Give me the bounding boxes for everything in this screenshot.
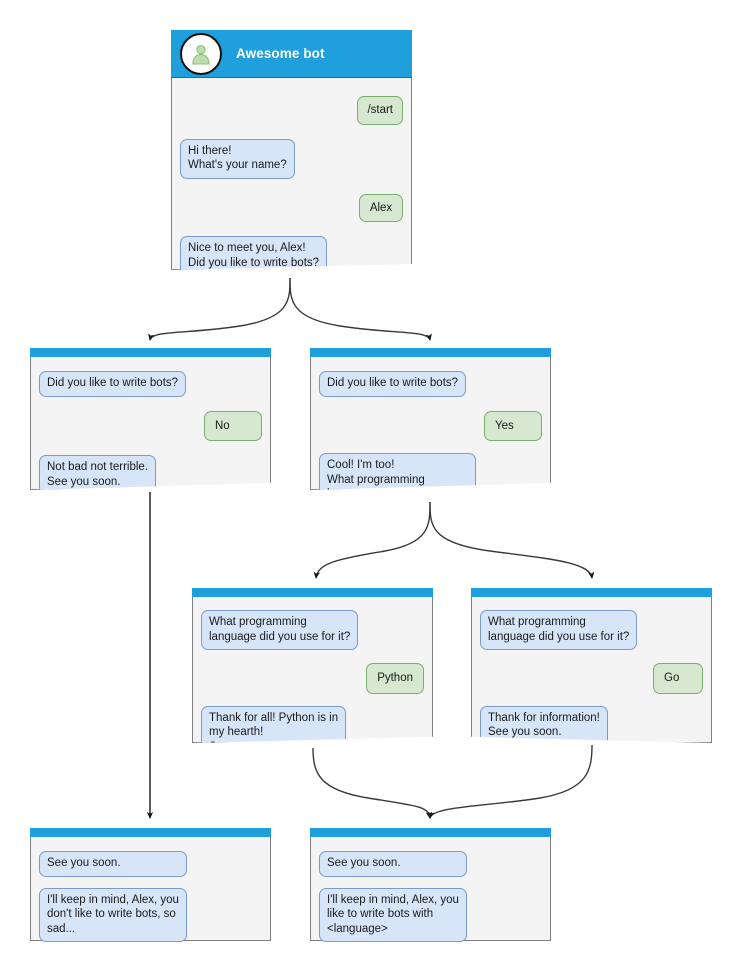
end-no-node[interactable]: See you soon. I'll keep in mind, Alex, y… (30, 828, 271, 942)
bot-message-bubble[interactable]: What programming language did you use fo… (480, 610, 638, 650)
message-row: Python (201, 663, 424, 694)
end-yes-node[interactable]: See you soon. I'll keep in mind, Alex, y… (310, 828, 551, 942)
user-message-bubble[interactable]: Go (653, 663, 703, 694)
bot-message-bubble[interactable]: Did you like to write bots? (39, 371, 187, 397)
message-list: What programming language did you use fo… (471, 597, 712, 743)
bot-message-bubble[interactable]: I'll keep in mind, Alex, you like to wri… (319, 887, 467, 942)
message-list: See you soon. I'll keep in mind, Alex, y… (30, 837, 271, 942)
bot-message-bubble[interactable]: Cool! I'm too! What programming language… (319, 453, 477, 490)
message-row: Go (480, 663, 703, 694)
message-row: No (39, 410, 262, 441)
message-list: Did you like to write bots? Yes Cool! I'… (310, 357, 551, 490)
edge-yes-to-go (429, 501, 595, 579)
bot-message-bubble[interactable]: Nice to meet you, Alex! Did you like to … (180, 236, 328, 270)
message-row: Did you like to write bots? (319, 371, 542, 397)
user-message-bubble[interactable]: /start (357, 96, 403, 125)
bot-message-bubble[interactable]: Not bad not terrible. See you soon. (39, 455, 157, 490)
node-header-bar (310, 348, 551, 357)
user-message-bubble[interactable]: No (204, 410, 262, 441)
edge-root-to-yes (289, 277, 432, 341)
no-branch-node[interactable]: Did you like to write bots? No Not bad n… (30, 348, 271, 490)
node-header-bar: Awesome bot (171, 30, 412, 78)
bot-message-bubble[interactable]: See you soon. (39, 851, 187, 877)
bot-message-bubble[interactable]: Thank for all! Python is in my hearth! S… (201, 705, 347, 743)
bot-message-bubble[interactable]: What programming language did you use fo… (201, 610, 359, 650)
message-row: Thank for all! Python is in my hearth! S… (201, 705, 424, 743)
bot-title: Awesome bot (236, 46, 325, 61)
message-row: Nice to meet you, Alex! Did you like to … (180, 236, 403, 270)
message-row: Cool! I'm too! What programming language… (319, 453, 542, 490)
edge-root-to-no (148, 277, 291, 341)
message-row: /start (180, 96, 403, 125)
bot-message-bubble[interactable]: See you soon. (319, 851, 467, 877)
node-header-bar (30, 828, 271, 837)
root-conversation-node[interactable]: Awesome bot /start Hi there! What's your… (171, 30, 412, 270)
message-row: What programming language did you use fo… (201, 610, 424, 650)
bot-message-bubble[interactable]: I'll keep in mind, Alex, you don't like … (39, 887, 187, 942)
bot-message-bubble[interactable]: Did you like to write bots? (319, 371, 467, 397)
message-list: Did you like to write bots? No Not bad n… (30, 357, 271, 490)
message-row: Not bad not terrible. See you soon. (39, 455, 262, 490)
edge-python-to-end-yes (312, 747, 433, 819)
message-list: What programming language did you use fo… (192, 597, 433, 743)
message-row: I'll keep in mind, Alex, you don't like … (39, 887, 262, 942)
bot-message-bubble[interactable]: Hi there! What's your name? (180, 138, 295, 179)
message-row: See you soon. (319, 851, 542, 877)
go-branch-node[interactable]: What programming language did you use fo… (471, 588, 712, 743)
message-row: Hi there! What's your name? (180, 138, 403, 179)
message-row: Did you like to write bots? (39, 371, 262, 397)
user-message-bubble[interactable]: Yes (484, 410, 542, 441)
user-message-bubble[interactable]: Python (366, 663, 424, 694)
message-row: Thank for information! See you soon. (480, 705, 703, 743)
bot-message-bubble[interactable]: Thank for information! See you soon. (480, 705, 608, 743)
python-branch-node[interactable]: What programming language did you use fo… (192, 588, 433, 743)
message-row: See you soon. (39, 851, 262, 877)
message-row: Yes (319, 410, 542, 441)
edge-yes-to-python (313, 501, 431, 579)
yes-branch-node[interactable]: Did you like to write bots? Yes Cool! I'… (310, 348, 551, 490)
node-header-bar (471, 588, 712, 597)
message-row: I'll keep in mind, Alex, you like to wri… (319, 887, 542, 942)
message-row: What programming language did you use fo… (480, 610, 703, 650)
node-header-bar (30, 348, 271, 357)
message-list: /start Hi there! What's your name? Alex … (171, 78, 412, 270)
message-row: Alex (180, 193, 403, 222)
node-header-bar (310, 828, 551, 837)
edge-go-to-end-yes (427, 744, 593, 819)
node-header-bar (192, 588, 433, 597)
person-avatar-icon (180, 32, 222, 75)
user-message-bubble[interactable]: Alex (359, 193, 403, 222)
message-list: See you soon. I'll keep in mind, Alex, y… (310, 837, 551, 942)
